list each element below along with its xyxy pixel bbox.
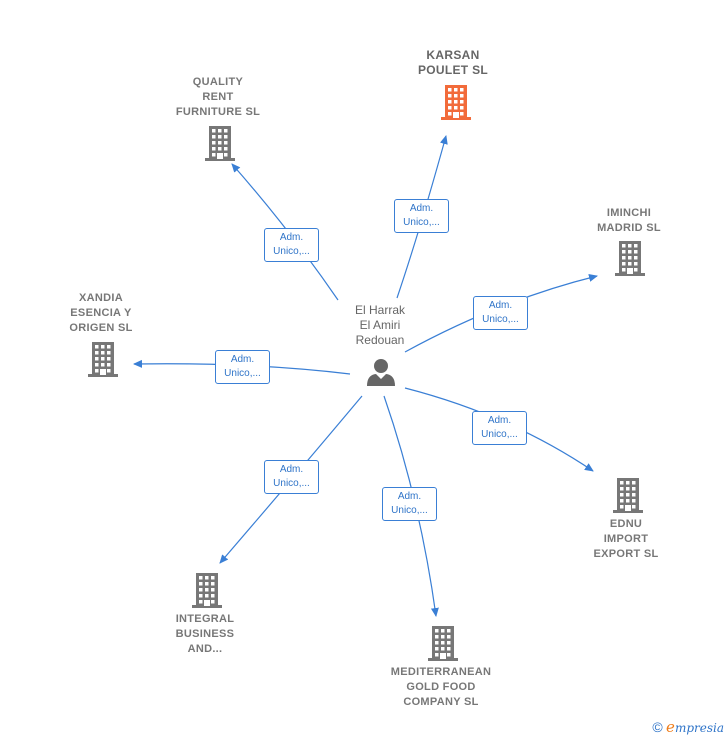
role-box-karsan[interactable]: Adm. Unico,... [394, 199, 449, 233]
company-label-ednu[interactable]: EDNU IMPORT EXPORT SL [593, 518, 659, 560]
role-box-quality[interactable]: Adm. Unico,... [264, 228, 319, 262]
building-icon-xandia[interactable] [86, 341, 120, 377]
role-box-mediterranean[interactable]: Adm. Unico,... [382, 487, 437, 521]
brand-logo-rest: mpresia [674, 721, 724, 735]
building-icon-mediterranean[interactable] [426, 625, 460, 661]
building-icon-iminchi[interactable] [613, 240, 647, 276]
role-box-iminchi[interactable]: Adm. Unico,... [473, 296, 528, 330]
copyright-footer: © empresia [652, 718, 724, 736]
brand-logo-e: e [666, 718, 675, 736]
person-name[interactable]: El Harrak El Amiri Redouan [354, 303, 405, 347]
company-label-mediterranean[interactable]: MEDITERRANEAN GOLD FOOD COMPANY SL [390, 666, 492, 708]
company-label-integral[interactable]: INTEGRAL BUSINESS AND... [175, 613, 235, 655]
person-icon[interactable] [365, 356, 397, 388]
building-icon-ednu[interactable] [611, 477, 645, 513]
role-box-integral[interactable]: Adm. Unico,... [264, 460, 319, 494]
company-label-karsan[interactable]: KARSAN POULET SL [417, 48, 489, 77]
company-label-iminchi[interactable]: IMINCHI MADRID SL [597, 207, 661, 234]
role-box-ednu[interactable]: Adm. Unico,... [472, 411, 527, 445]
copyright-symbol: © [652, 719, 663, 735]
building-icon-quality[interactable] [203, 125, 237, 161]
company-label-quality[interactable]: QUALITY RENT FURNITURE SL [175, 76, 261, 118]
building-icon-karsan[interactable] [439, 84, 473, 120]
company-label-xandia[interactable]: XANDIA ESENCIA Y ORIGEN SL [69, 292, 133, 334]
building-icon-integral[interactable] [190, 572, 224, 608]
role-box-xandia[interactable]: Adm. Unico,... [215, 350, 270, 384]
